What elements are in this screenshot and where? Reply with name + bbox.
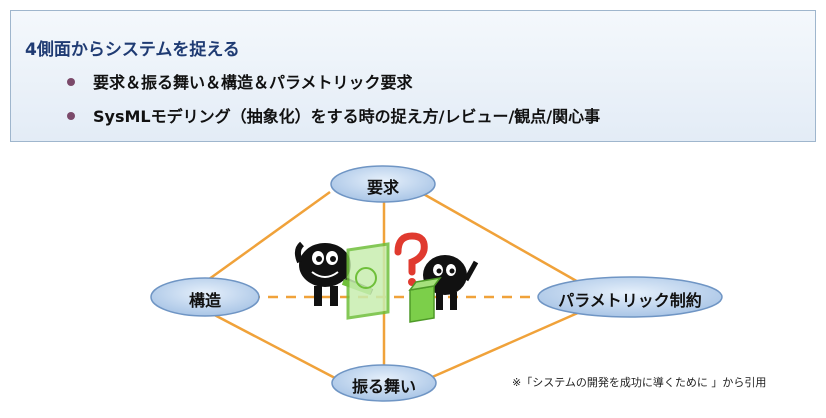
node-behavior: 振る舞い bbox=[351, 377, 416, 396]
node-behavior-shape bbox=[331, 364, 437, 402]
node-structure-shape bbox=[150, 277, 260, 317]
edge-right-bottom bbox=[429, 310, 581, 380]
node-parametric-constraints: パラメトリック制約 bbox=[558, 291, 702, 310]
bullet-text: SysMLモデリング（抽象化）をする時の捉え方/レビュー/観点/関心事 bbox=[93, 107, 601, 126]
diagram-edges bbox=[204, 190, 581, 380]
node-structure: 構造 bbox=[188, 291, 221, 310]
edge-top-left bbox=[204, 190, 331, 284]
green-panel-icon bbox=[346, 242, 390, 320]
citation-note: ※「システムの開発を成功に導くために 」から引用 bbox=[512, 376, 767, 389]
bullet-dot-icon bbox=[67, 111, 75, 120]
banner-title: 4側面からシステムを捉える bbox=[25, 40, 240, 60]
bullet-item: 要求＆振る舞い＆構造＆パラメトリック要求 bbox=[67, 69, 413, 93]
bullet-dot-icon bbox=[67, 77, 75, 86]
characters-illustration bbox=[294, 232, 479, 323]
edge-left-bottom bbox=[204, 308, 336, 380]
node-parametric-shape bbox=[537, 276, 723, 318]
bullet-text: 要求＆振る舞い＆構造＆パラメトリック要求 bbox=[93, 73, 413, 92]
header-banner: 4側面からシステムを捉える 要求＆振る舞い＆構造＆パラメトリック要求 SysML… bbox=[10, 10, 816, 142]
green-box-icon bbox=[408, 276, 442, 323]
node-requirements: 要求 bbox=[366, 178, 399, 197]
bullet-item: SysMLモデリング（抽象化）をする時の捉え方/レビュー/観点/関心事 bbox=[67, 103, 600, 127]
question-mark-icon bbox=[394, 232, 428, 286]
edge-top-right bbox=[419, 190, 581, 285]
node-requirements-shape bbox=[330, 165, 436, 203]
